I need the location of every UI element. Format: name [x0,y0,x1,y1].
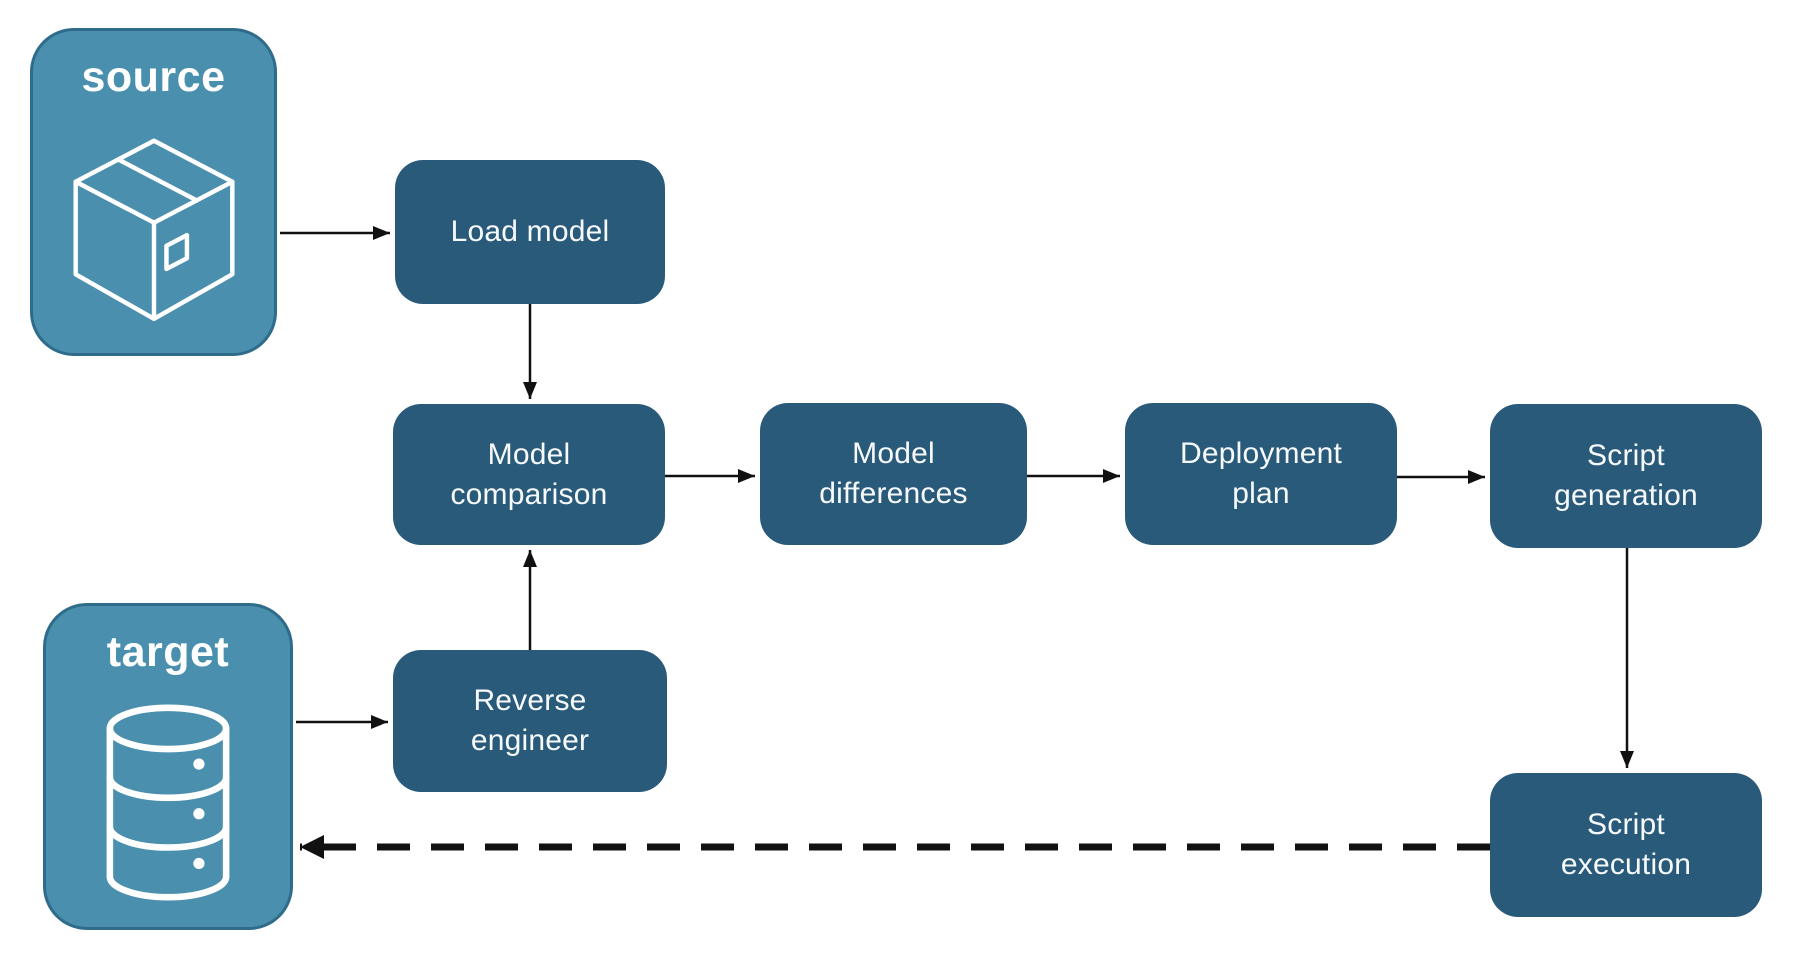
node-label: generation [1554,479,1698,512]
package-icon [33,102,274,353]
node-label: execution [1560,848,1692,881]
node-label: Script [1587,808,1665,842]
node-label: differences [819,477,968,510]
node-reverse-engineer: Reverse engineer [393,650,667,792]
database-icon [46,677,290,927]
node-label: Model [852,437,935,471]
source-label: source [81,53,226,101]
target-label: target [106,628,230,676]
node-label: plan [1232,477,1290,510]
node-label: comparison [450,477,608,511]
node-model-comparison: Model comparison [393,404,665,545]
node-script-generation: Script generation [1490,404,1762,548]
node-label: Model [487,437,571,471]
node-label: engineer [470,724,590,757]
node-label: Deployment [1179,437,1343,471]
node-load-model: Load model [395,160,665,304]
target-node: target [43,603,293,930]
node-script-execution: Script execution [1490,773,1762,917]
node-deployment-plan: Deployment plan [1125,403,1397,545]
node-model-differences: Model differences [760,403,1027,545]
node-label: Load model [450,215,610,249]
node-label: Reverse [473,684,587,718]
source-node: source [30,28,277,356]
node-label: Script [1587,439,1665,473]
